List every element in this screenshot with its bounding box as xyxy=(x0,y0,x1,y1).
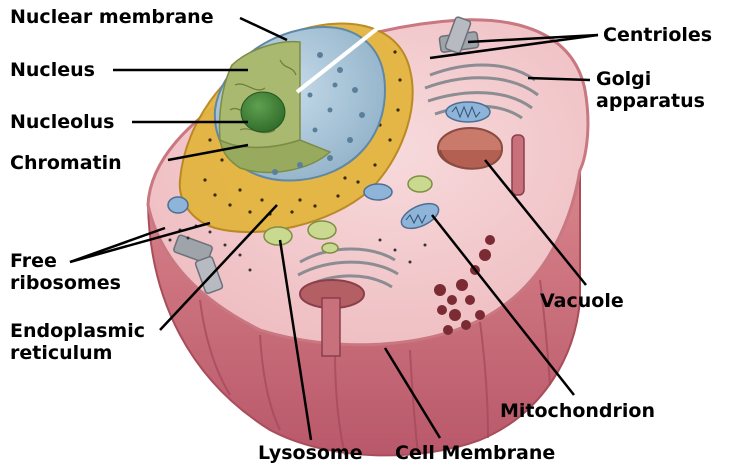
pointer-nuclear-membrane xyxy=(240,18,287,40)
label-nucleus: Nucleus xyxy=(10,59,95,81)
label-nuclear-membrane: Nuclear membrane xyxy=(10,6,214,28)
label-chromatin: Chromatin xyxy=(10,152,122,174)
label-golgi-line1: Golgi xyxy=(596,68,705,90)
label-endoplasmic-reticulum: Endoplasmic reticulum xyxy=(10,320,145,364)
label-mitochondrion: Mitochondrion xyxy=(500,400,655,422)
vacuole xyxy=(438,128,502,169)
label-centrioles: Centrioles xyxy=(603,24,712,46)
nucleolus xyxy=(241,92,285,132)
label-er-line1: Endoplasmic xyxy=(10,320,145,342)
label-lysosome: Lysosome xyxy=(258,442,363,464)
label-free-ribosomes: Free ribosomes xyxy=(10,250,121,294)
label-cell-membrane: Cell Membrane xyxy=(395,442,555,464)
label-golgi-apparatus: Golgi apparatus xyxy=(596,68,705,112)
label-er-line2: reticulum xyxy=(10,342,145,364)
label-free-ribosomes-line2: ribosomes xyxy=(10,272,121,294)
label-golgi-line2: apparatus xyxy=(596,90,705,112)
label-vacuole: Vacuole xyxy=(540,290,624,312)
label-nucleolus: Nucleolus xyxy=(10,111,115,133)
membrane-channel-right xyxy=(512,135,524,195)
label-free-ribosomes-line1: Free xyxy=(10,250,121,272)
